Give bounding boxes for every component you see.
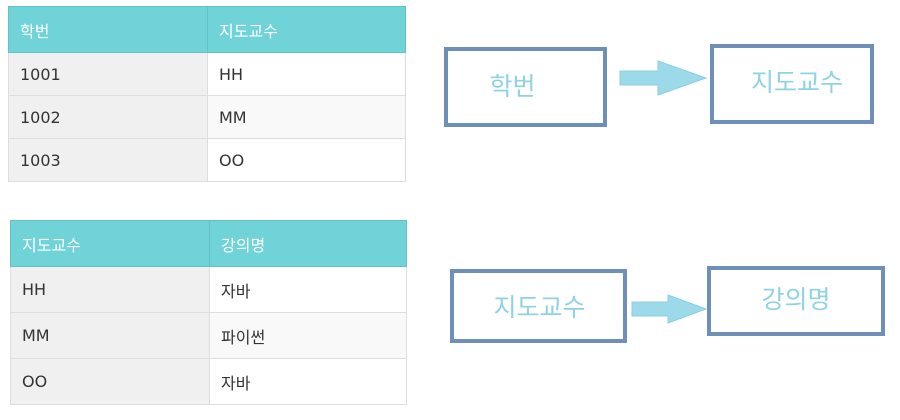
table-row: MM 파이썬 [10, 312, 407, 359]
table-row: 1001 HH [8, 52, 406, 96]
dependency-arrow-icon [631, 294, 708, 324]
dependency-target-box: 지도교수 [710, 44, 874, 124]
table-cell: 1002 [8, 95, 208, 139]
dependency-source-box: 학번 [444, 47, 607, 127]
table-cell: OO [207, 138, 406, 182]
table-header-row: 지도교수 강의명 [10, 220, 407, 267]
table-advisor-course: 지도교수 강의명 HH 자바 MM 파이썬 OO 자바 [10, 220, 407, 405]
dependency-arrow-icon [619, 60, 708, 96]
dependency-target-box: 강의명 [707, 266, 885, 336]
arrow-shape [631, 294, 708, 324]
table-cell: 파이썬 [209, 312, 407, 359]
table-row: HH 자바 [10, 266, 407, 313]
table-cell: MM [10, 312, 210, 359]
table-student-advisor: 학번 지도교수 1001 HH 1002 MM 1003 OO [8, 6, 406, 182]
table-row: 1002 MM [8, 95, 406, 139]
table-header-row: 학번 지도교수 [8, 6, 406, 53]
dependency-source-box: 지도교수 [450, 269, 627, 343]
column-header: 강의명 [209, 220, 407, 267]
table-cell: 자바 [209, 266, 407, 313]
table-cell: MM [207, 95, 406, 139]
table-row: OO 자바 [10, 358, 407, 405]
table-cell: HH [10, 266, 210, 313]
table-cell: 1003 [8, 138, 208, 182]
table-cell: OO [10, 358, 210, 405]
arrow-shape [619, 60, 708, 96]
column-header: 지도교수 [10, 220, 210, 267]
column-header: 학번 [8, 6, 208, 53]
column-header: 지도교수 [207, 6, 406, 53]
table-cell: 1001 [8, 52, 208, 96]
table-cell: HH [207, 52, 406, 96]
table-cell: 자바 [209, 358, 407, 405]
table-row: 1003 OO [8, 138, 406, 182]
